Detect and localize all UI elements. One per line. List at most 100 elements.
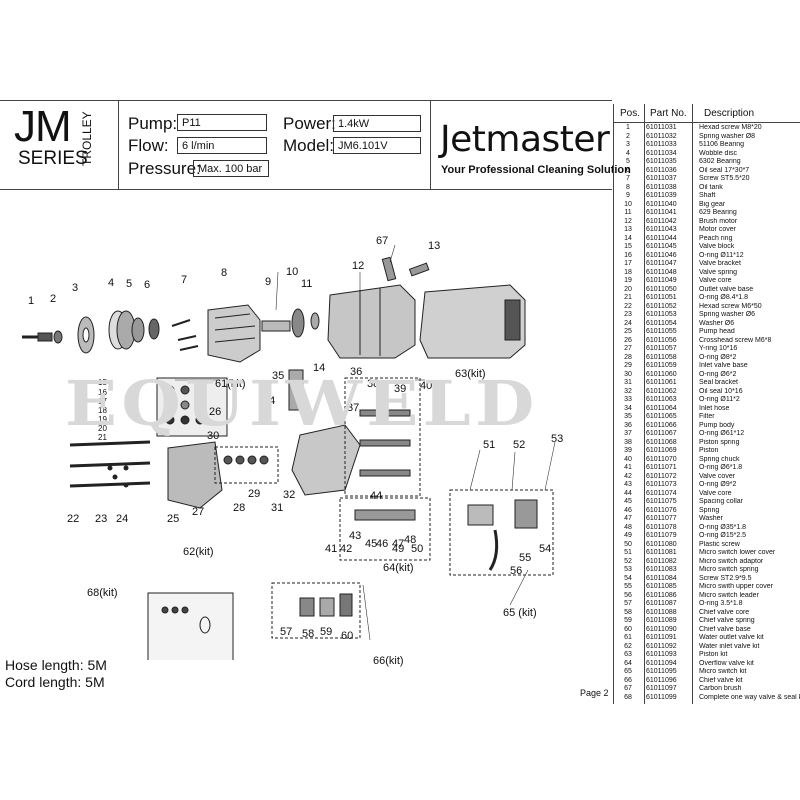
pos-cell: 58 [624, 608, 632, 616]
pos-cell: 59 [624, 617, 632, 624]
callout-label: 29 [248, 488, 261, 500]
brush-motor-part [327, 284, 416, 359]
pos-cell: 27 [624, 345, 632, 352]
model-label: Model: [283, 136, 335, 155]
watermark: EQUIWELD [65, 367, 539, 440]
power-label: Power: [283, 114, 336, 133]
description-cell: Valve cover [699, 472, 736, 480]
pos-cell: 52 [624, 557, 632, 565]
header-pos: Pos. [620, 108, 641, 119]
description-cell: Motor cover [699, 226, 736, 233]
description-cell: Piston spring [699, 438, 740, 446]
part-no-cell: 61011096 [646, 676, 677, 684]
pump-label: Pump: [128, 114, 178, 133]
callout-label: 16 [98, 388, 107, 397]
pos-cell: 42 [624, 472, 632, 480]
callout-label: 33 [258, 416, 271, 428]
hexad-screw-part [22, 332, 53, 342]
part-no-cell: 61011037 [646, 175, 677, 182]
part-no-cell: 61011078 [646, 523, 677, 531]
callout-label: 46 [376, 538, 389, 550]
flow-label: Flow: [128, 136, 169, 155]
description-cell: O-ring Ø35*1.8 [699, 523, 747, 531]
divider [430, 101, 431, 189]
pos-cell: 54 [624, 574, 632, 582]
brand-series: SERIES [18, 148, 88, 169]
description-cell: Valve core [699, 489, 732, 497]
part-no-cell: 61011042 [646, 217, 677, 225]
bearing-part [77, 316, 95, 354]
pos-cell: 19 [624, 277, 632, 284]
part-no-cell: 61011035 [646, 158, 677, 165]
part-no-cell: 61011092 [646, 642, 677, 650]
callout-label: 58 [302, 628, 315, 640]
pos-cell: 65 [624, 668, 632, 675]
description-cell: Spacing collar [699, 498, 743, 505]
callout-label: 40 [420, 380, 433, 392]
description-cell: Screw ST5.5*20 [699, 175, 750, 182]
callout-label: 50 [411, 543, 424, 555]
part-no-cell: 61011097 [646, 685, 677, 692]
part-no-cell: 61011060 [646, 370, 677, 378]
part-no-cell: 61011072 [646, 472, 677, 480]
part-no-cell: 61011044 [646, 234, 677, 242]
description-cell: Valve spring [699, 268, 738, 276]
description-cell: O-ring Ø6*2 [699, 370, 737, 378]
pos-cell: 43 [624, 481, 632, 488]
callout-label: 5 [126, 278, 133, 290]
pos-cell: 25 [624, 328, 632, 335]
column-divider [692, 104, 693, 704]
cord-length: Cord length: 5M [5, 674, 105, 690]
pos-cell: 67 [624, 685, 632, 692]
callout-label: 59 [320, 626, 333, 638]
description-cell: Chief valve kit [699, 676, 743, 684]
column-divider [644, 104, 645, 704]
outlet-valve-kit [156, 377, 228, 437]
description-cell: Spring washer Ø8 [699, 132, 756, 140]
part-no-cell: 61011065 [646, 413, 677, 420]
overflow-valve-kit [339, 497, 431, 561]
callout-label: 67 [376, 235, 389, 247]
part-no-cell: 61011032 [646, 132, 677, 140]
part-no-cell: 61011086 [646, 591, 677, 599]
callout-label: 66(kit) [373, 655, 404, 667]
page-number: Page 2 [580, 688, 609, 698]
callout-label: 36 [350, 366, 363, 378]
callout-label: 65 (kit) [503, 607, 537, 619]
description-cell: Outlet valve base [699, 285, 754, 293]
part-no-cell: 61011090 [646, 625, 677, 633]
callout-label: 45 [365, 538, 378, 550]
part-no-cell: 61011058 [646, 353, 677, 361]
hose-length: Hose length: 5M [5, 657, 107, 673]
pos-cell: 1 [626, 124, 630, 131]
inlet-valve-kit [214, 446, 279, 484]
pos-cell: 20 [624, 285, 632, 293]
pos-cell: 22 [624, 302, 632, 310]
part-no-cell: 61011081 [646, 549, 677, 556]
motor-cover-part [419, 284, 526, 359]
pos-cell: 6 [626, 166, 630, 174]
description-cell: Chief valve spring [699, 617, 755, 624]
seal-kit-image [147, 592, 234, 671]
callout-label: 34 [263, 395, 276, 407]
description-cell: Micro switch leader [699, 591, 759, 599]
power-value: 1.4kW [333, 115, 421, 132]
callout-label: 53 [551, 433, 564, 445]
pos-cell: 49 [624, 532, 632, 539]
description-cell: Chief valve base [699, 625, 751, 633]
